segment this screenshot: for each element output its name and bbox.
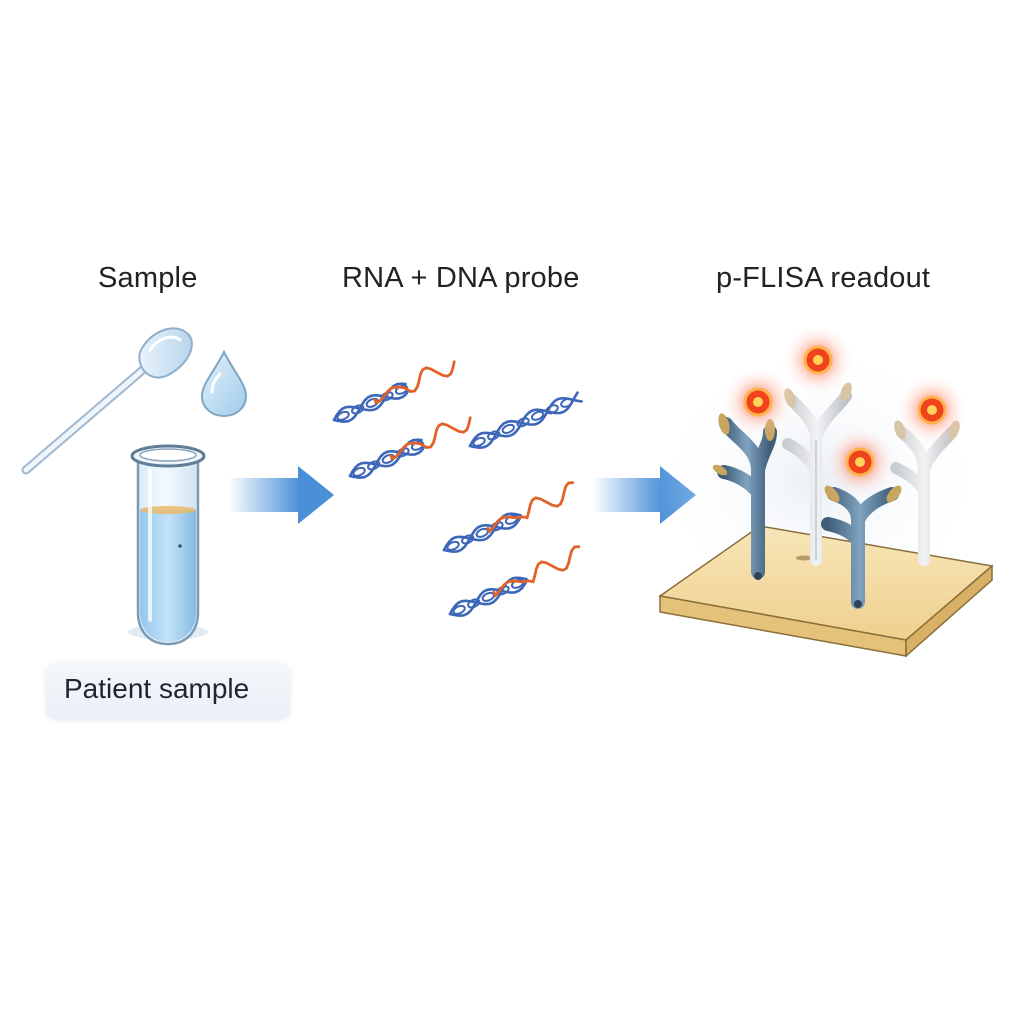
blue-structure-2 [821,485,902,609]
dna-strand [448,576,528,616]
dna-loop [352,466,366,477]
dna-loop [446,540,460,551]
hybrid-strand [448,545,581,618]
dna-loop [351,404,365,415]
rna-strand [389,416,472,461]
hybrid-strand [332,360,456,424]
substrate-slab [658,525,994,658]
dna-loop [452,604,466,615]
dna-loop [487,430,501,441]
rna-strand [486,481,575,534]
stage-title-sample: Sample [98,262,198,294]
dna-strand [448,579,529,618]
signal-glow-3 [898,376,966,444]
swab-icon [21,327,193,475]
dna-loop [501,423,515,434]
dna-strand [442,512,522,552]
dna-loop [461,534,475,545]
dna-loop [545,404,559,415]
rna-strand [492,545,581,598]
dna-loop [530,410,545,421]
dna-loop [367,460,381,471]
dna-strand [348,438,423,478]
test-tube-icon [128,444,208,646]
dna-strand [332,382,407,422]
caption-box [46,662,290,718]
dna-strand [442,515,523,554]
hybrid-strand [442,481,575,554]
dna-loop [336,410,350,421]
signal-glow-4 [826,428,894,496]
hybrid-strand [348,416,472,480]
dna-loop [560,397,574,408]
dna-loop [516,417,530,428]
signal-glow-1 [724,368,792,436]
patient-sample-caption: Patient sample [64,673,250,704]
signal-glow-2 [784,326,852,394]
dna-strand [332,389,410,424]
stage-title-probe: RNA + DNA probe [342,262,580,294]
dna-loop [467,598,481,609]
droplet-icon [200,349,248,418]
hybrid-strand [468,391,583,450]
stage-title-readout: p-FLISA readout [716,262,931,294]
pale-structure-1 [782,382,852,566]
dna-strand [348,445,426,480]
rna-strand [373,360,456,405]
hybrid-strands [332,360,583,618]
blue-structure-1 [712,413,777,580]
dna-strand [468,396,583,450]
tube-liquid [140,510,196,642]
arrow-to-probe [228,466,334,524]
readout-panel [650,326,994,658]
dna-loop [472,436,486,447]
